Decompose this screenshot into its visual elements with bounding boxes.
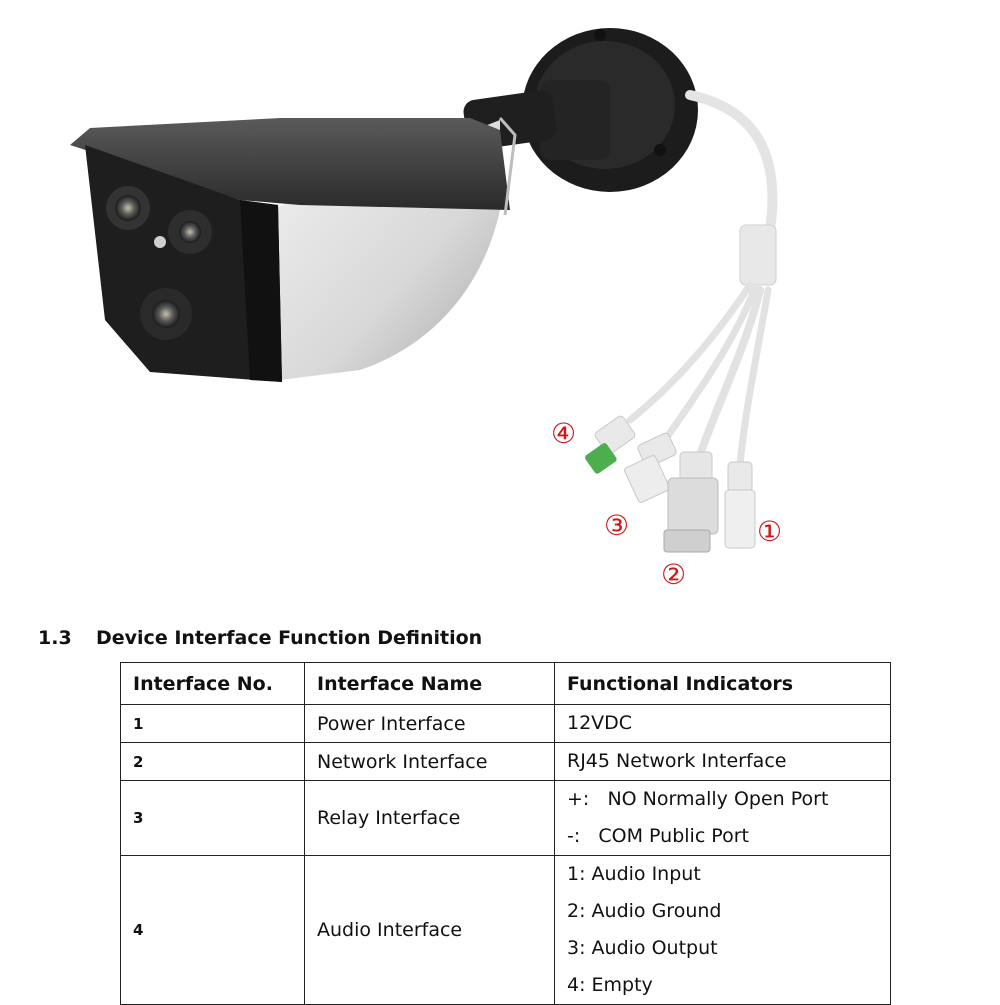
- camera-lenses: [106, 186, 212, 340]
- callout-4: ④: [551, 417, 577, 450]
- table-row: 2 Network Interface RJ45 Network Interfa…: [120, 742, 891, 781]
- cell-interface-no: 4: [120, 855, 305, 1005]
- header-interface-name: Interface Name: [304, 662, 555, 705]
- cell-interface-name: Audio Interface: [304, 855, 555, 1005]
- indicator-line: 3: Audio Output: [567, 937, 718, 959]
- callout-2: ②: [661, 558, 687, 591]
- wall-mount: [463, 28, 698, 192]
- indicator-line: +: NO Normally Open Port: [567, 788, 829, 810]
- cell-interface-name: Power Interface: [304, 704, 555, 743]
- indicator-line: 2: Audio Ground: [567, 900, 722, 922]
- cell-interface-name: Relay Interface: [304, 780, 555, 856]
- indicator-line: 4: Empty: [567, 974, 653, 996]
- section-heading: 1.3 Device Interface Function Definition: [38, 627, 482, 649]
- connector-audio: [585, 415, 636, 474]
- table-row: 3 Relay Interface +: NO Normally Open Po…: [120, 780, 891, 856]
- interface-definition-table: Interface No. Interface Name Functional …: [120, 662, 891, 1005]
- section-title: Device Interface Function Definition: [96, 627, 483, 649]
- indicator-line: 12VDC: [567, 712, 633, 734]
- indicator-line: 1: Audio Input: [567, 863, 701, 885]
- table-row: 4 Audio Interface 1: Audio Input 2: Audi…: [120, 855, 891, 1005]
- camera-product-illustration: [70, 28, 778, 553]
- camera-body: [70, 117, 517, 382]
- cell-interface-no: 1: [120, 704, 305, 743]
- cell-interface-no: 2: [120, 742, 305, 781]
- connector-relay: [624, 432, 677, 503]
- indicator-line: RJ45 Network Interface: [567, 750, 787, 772]
- connector-power-dc: [724, 461, 756, 549]
- cell-interface-name: Network Interface: [304, 742, 555, 781]
- cell-functional-indicators: RJ45 Network Interface: [554, 742, 891, 781]
- header-functional-indicators: Functional Indicators: [554, 662, 891, 705]
- cell-interface-no: 3: [120, 780, 305, 856]
- indicator-line: -: COM Public Port: [567, 825, 749, 847]
- section-number: 1.3: [38, 627, 72, 649]
- callout-3: ③: [604, 509, 630, 542]
- table-header-row: Interface No. Interface Name Functional …: [120, 662, 891, 705]
- cell-functional-indicators: +: NO Normally Open Port -: COM Public P…: [554, 780, 891, 856]
- connector-network-rj45: [663, 451, 719, 553]
- cell-functional-indicators: 12VDC: [554, 704, 891, 743]
- cable-harness: [626, 90, 778, 469]
- header-interface-no: Interface No.: [120, 662, 305, 705]
- table-row: 1 Power Interface 12VDC: [120, 704, 891, 743]
- cell-functional-indicators: 1: Audio Input 2: Audio Ground 3: Audio …: [554, 855, 891, 1005]
- callout-1: ①: [757, 515, 783, 548]
